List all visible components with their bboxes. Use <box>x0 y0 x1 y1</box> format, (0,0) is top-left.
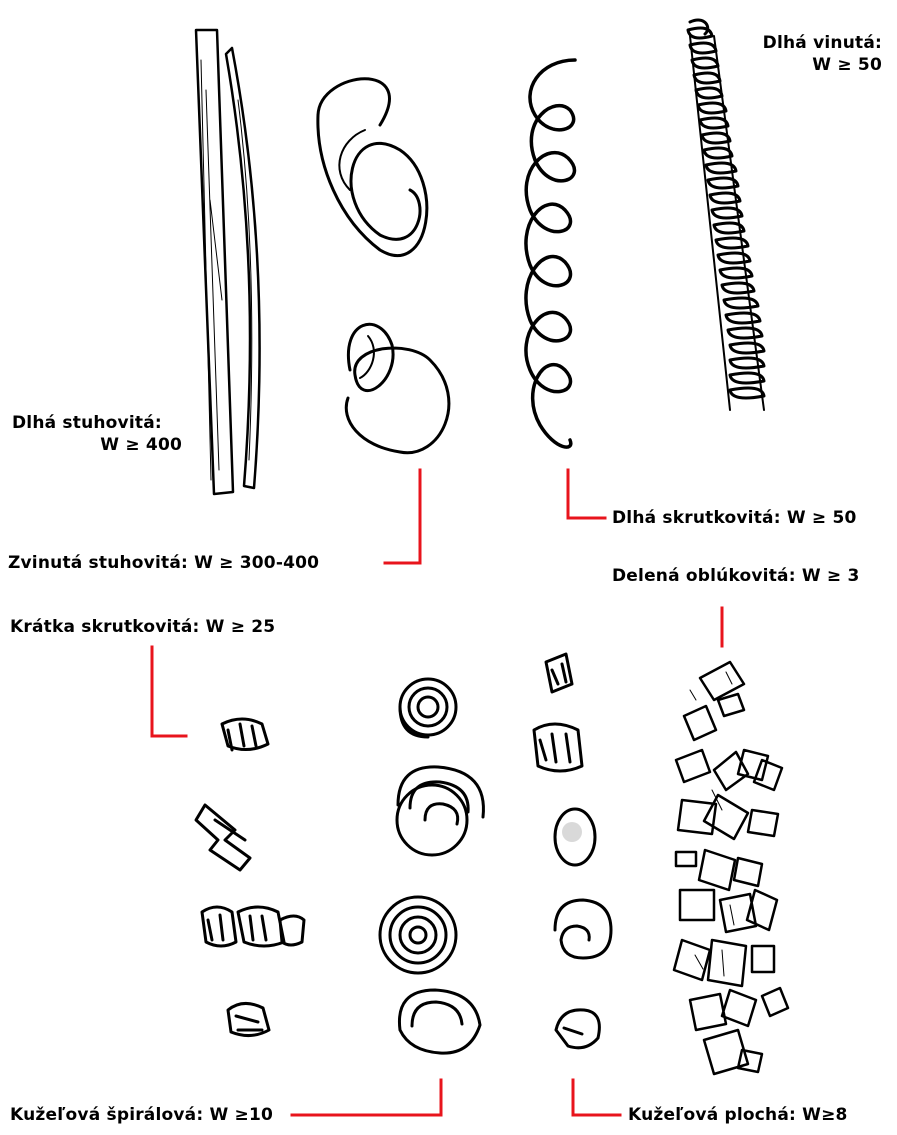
label-dlha-vinuta-line2: W ≥ 50 <box>752 54 882 76</box>
long-helical-chip <box>526 60 575 447</box>
label-zvinuta-stuhovita: Zvinutá stuhovitá: W ≥ 300-400 <box>8 552 319 574</box>
short-helical-chip <box>196 719 304 1036</box>
leader-kuzelova-plocha <box>573 1080 620 1115</box>
leader-dlha-skrutkovita <box>568 470 605 518</box>
long-ribbon-chip <box>196 30 260 494</box>
conical-spiral-chip <box>380 679 483 1053</box>
label-dlha-vinuta-line1: Dlhá vinutá: <box>752 32 882 54</box>
leader-kratka <box>152 647 186 736</box>
label-dlha-skrutkovita: Dlhá skrutkovitá: W ≥ 50 <box>612 507 857 529</box>
label-dlha-stuhovita: Dlhá stuhovitá: W ≥ 400 <box>12 412 182 456</box>
label-kratka-skrutkovita: Krátka skrutkovitá: W ≥ 25 <box>10 616 275 638</box>
label-kuzelova-spiralova: Kužeľová špirálová: W ≥10 <box>10 1104 273 1126</box>
label-kuzelova-plocha: Kužeľová plochá: W≥8 <box>628 1104 848 1126</box>
label-dlha-stuhovita-line2: W ≥ 400 <box>12 434 182 456</box>
leader-kuzelova-spiralova <box>292 1080 441 1115</box>
long-wound-chip <box>688 20 764 410</box>
conical-flat-chip <box>534 654 611 1048</box>
label-dlha-vinuta: Dlhá vinutá: W ≥ 50 <box>752 32 882 76</box>
label-dlha-stuhovita-line1: Dlhá stuhovitá: <box>12 412 182 434</box>
rolled-ribbon-chip-upper <box>318 79 427 256</box>
segmented-arc-chip <box>674 662 788 1074</box>
rolled-ribbon-chip-lower <box>346 324 449 452</box>
label-delena-oblukovita: Delená oblúkovitá: W ≥ 3 <box>612 565 859 587</box>
leader-zvinuta <box>385 470 420 563</box>
